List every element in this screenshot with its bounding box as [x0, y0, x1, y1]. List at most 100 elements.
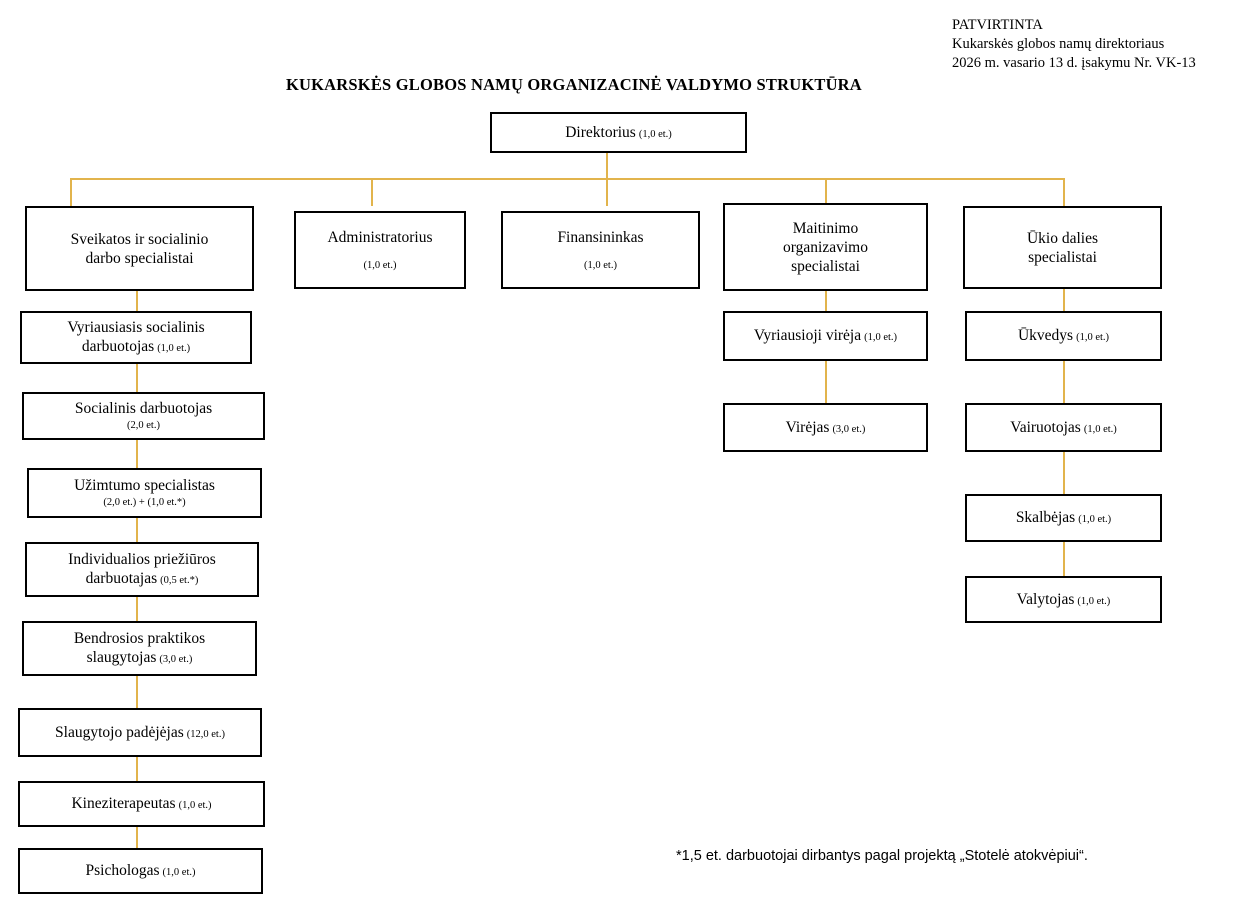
node-skalbejas[interactable]: Skalbėjas(1,0 et.): [965, 494, 1162, 542]
node-sveikatos-label-line1: Sveikatos ir socialinio: [70, 230, 209, 248]
connector-vairuotojas-to-skalbejas: [1063, 452, 1065, 494]
node-direktorius[interactable]: Direktorius(1,0 et.): [490, 112, 747, 153]
node-vyriausiasis-socialinis-darbuotojas[interactable]: Vyriausiasis socialinis darbuotojas(1,0 …: [20, 311, 252, 364]
node-slaugytojo-padejejas[interactable]: Slaugytojo padėjėjas(12,0 et.): [18, 708, 262, 757]
page-title: KUKARSKĖS GLOBOS NAMŲ ORGANIZACINĖ VALDY…: [286, 75, 862, 94]
node-vyriausioji-line: Vyriausioji virėja(1,0 et.): [754, 326, 897, 346]
approval-line-2: Kukarskės globos namų direktoriaus: [952, 36, 1165, 52]
node-socialinis-fte: (2,0 et.): [127, 420, 160, 431]
node-bendrosios-fte: (3,0 et.): [159, 654, 193, 665]
connector-vyriausioji-to-virejas: [825, 361, 827, 403]
node-vairuotojas[interactable]: Vairuotojas(1,0 et.): [965, 403, 1162, 452]
node-bendrosios-label-line2: slaugytojas: [86, 649, 157, 666]
connector-drop-maitinimo: [825, 178, 827, 206]
node-vyriausioji-vireja[interactable]: Vyriausioji virėja(1,0 et.): [723, 311, 928, 361]
node-sveikatos-label-line2: darbo specialistai: [85, 249, 194, 267]
node-sveikatos-ir-socialinio-darbo-specialistai[interactable]: Sveikatos ir socialinio darbo specialist…: [25, 206, 254, 291]
node-vyriausioji-fte: (1,0 et.): [864, 332, 898, 343]
approval-line-1: PATVIRTINTA: [952, 17, 1043, 33]
node-finansininkas[interactable]: Finansininkas (1,0 et.): [501, 211, 700, 289]
node-socialinis-darbuotojas[interactable]: Socialinis darbuotojas (2,0 et.): [22, 392, 265, 440]
node-maitinimo-label-line1: Maitinimo: [792, 219, 859, 237]
node-valytojas-line: Valytojas(1,0 et.): [1017, 590, 1111, 610]
node-direktorius-line: Direktorius(1,0 et.): [565, 123, 672, 143]
node-direktorius-label: Direktorius: [565, 123, 636, 141]
connector-bus: [70, 178, 1064, 180]
connector-kineziterapeutas-to-psichologas: [136, 827, 138, 848]
node-ukio-label-line2: specialistai: [1028, 248, 1097, 266]
node-psichologas[interactable]: Psichologas(1,0 et.): [18, 848, 263, 894]
approval-line-3: 2026 m. vasario 13 d. įsakymu Nr. VK-13: [952, 55, 1196, 71]
node-skalbejas-fte: (1,0 et.): [1078, 514, 1112, 525]
node-vyriausioji-label: Vyriausioji virėja: [753, 327, 862, 344]
node-ukvedys-line: Ūkvedys(1,0 et.): [1018, 326, 1109, 346]
node-ukio-label-line1: Ūkio dalies: [1026, 229, 1099, 247]
node-vairuotojas-line: Vairuotojas(1,0 et.): [1010, 418, 1117, 438]
node-ukio-dalies-specialistai[interactable]: Ūkio dalies specialistai: [963, 206, 1162, 289]
node-finansininkas-fte: (1,0 et.): [584, 259, 617, 271]
node-vairuotojas-fte: (1,0 et.): [1083, 423, 1117, 435]
node-skalbejas-label: Skalbėjas: [1015, 509, 1076, 526]
node-ukvedys[interactable]: Ūkvedys(1,0 et.): [965, 311, 1162, 361]
node-uzimtumo-specialistas[interactable]: Užimtumo specialistas (2,0 et.) + (1,0 e…: [27, 468, 262, 518]
connector-root-stem: [606, 152, 608, 179]
node-psichologas-label: Psichologas: [85, 862, 160, 879]
node-maitinimo-organizavimo-specialistai[interactable]: Maitinimo organizavimo specialistai: [723, 203, 928, 291]
node-slaugytojo-line: Slaugytojo padėjėjas(12,0 et.): [55, 723, 225, 743]
node-bendrosios-line2: slaugytojas(3,0 et.): [87, 648, 193, 668]
footnote: *1,5 et. darbuotojai dirbantys pagal pro…: [676, 848, 1088, 864]
connector-vyriausiasis-to-socialinis: [136, 364, 138, 392]
node-psichologas-line: Psichologas(1,0 et.): [85, 861, 195, 881]
node-individualios-line2: darbuotajas(0,5 et.*): [86, 569, 199, 589]
node-kineziterapeutas-fte: (1,0 et.): [178, 800, 212, 811]
node-kineziterapeutas[interactable]: Kineziterapeutas(1,0 et.): [18, 781, 265, 827]
connector-ukio-to-ukvedys: [1063, 289, 1065, 311]
node-vyriausiasis-fte: (1,0 et.): [157, 343, 191, 354]
node-individualios-label-line2: darbuotajas: [85, 570, 158, 587]
node-finansininkas-label: Finansininkas: [557, 228, 644, 246]
node-individualios-label-line1: Individualios priežiūros: [68, 551, 216, 568]
node-kineziterapeutas-line: Kineziterapeutas(1,0 et.): [71, 794, 211, 814]
connector-slaugytojo-to-kineziterapeutas: [136, 757, 138, 781]
node-direktorius-fte: (1,0 et.): [638, 128, 672, 140]
connector-maitinimo-to-vyriausioji: [825, 291, 827, 311]
node-virejas[interactable]: Virėjas(3,0 et.): [723, 403, 928, 452]
connector-drop-ukio: [1063, 178, 1065, 206]
node-uzimtumo-fte: (2,0 et.) + (1,0 et.*): [103, 497, 186, 508]
node-kineziterapeutas-label: Kineziterapeutas: [71, 795, 176, 812]
node-virejas-fte: (3,0 et.): [832, 423, 866, 435]
node-slaugytojo-label: Slaugytojo padėjėjas: [55, 723, 184, 741]
node-administratorius-label: Administratorius: [327, 228, 433, 246]
connector-sveikatos-to-vyriausiasis: [136, 291, 138, 311]
node-bendrosios-praktikos-slaugytojas[interactable]: Bendrosios praktikos slaugytojas(3,0 et.…: [22, 621, 257, 676]
node-administratorius-fte: (1,0 et.): [363, 259, 397, 271]
node-ukvedys-label: Ūkvedys: [1017, 327, 1074, 344]
node-valytojas-fte: (1,0 et.): [1077, 595, 1111, 607]
node-valytojas[interactable]: Valytojas(1,0 et.): [965, 576, 1162, 623]
connector-uzimtumo-to-individualios: [136, 518, 138, 542]
connector-bendrosios-to-slaugytojo: [136, 676, 138, 708]
approval-block: PATVIRTINTA Kukarskės globos namų direkt…: [952, 16, 1196, 73]
node-valytojas-label: Valytojas: [1016, 590, 1075, 608]
node-psichologas-fte: (1,0 et.): [162, 867, 196, 878]
connector-drop-finansininkas: [606, 178, 608, 206]
node-virejas-label: Virėjas: [785, 418, 830, 436]
node-maitinimo-label-line3: specialistai: [791, 257, 860, 275]
node-bendrosios-label-line1: Bendrosios praktikos: [73, 630, 206, 647]
connector-drop-sveikatos: [70, 178, 72, 206]
node-virejas-line: Virėjas(3,0 et.): [786, 418, 866, 438]
node-administratorius[interactable]: Administratorius (1,0 et.): [294, 211, 466, 289]
node-maitinimo-label-line2: organizavimo: [783, 238, 868, 256]
connector-drop-administratorius: [371, 178, 373, 206]
connector-individualios-to-bendrosios: [136, 597, 138, 621]
connector-ukvedys-to-vairuotojas: [1063, 361, 1065, 403]
node-slaugytojo-fte: (12,0 et.): [186, 728, 225, 740]
node-uzimtumo-label: Užimtumo specialistas: [74, 477, 215, 494]
node-socialinis-label: Socialinis darbuotojas: [74, 400, 213, 417]
node-individualios-prieziuros-darbuotajas[interactable]: Individualios priežiūros darbuotajas(0,5…: [25, 542, 259, 597]
node-vyriausiasis-label-line2: darbuotojas: [81, 338, 155, 355]
node-vyriausiasis-line2: darbuotojas(1,0 et.): [82, 337, 190, 357]
node-vyriausiasis-label-line1: Vyriausiasis socialinis: [67, 319, 205, 336]
connector-socialinis-to-uzimtumo: [136, 440, 138, 468]
